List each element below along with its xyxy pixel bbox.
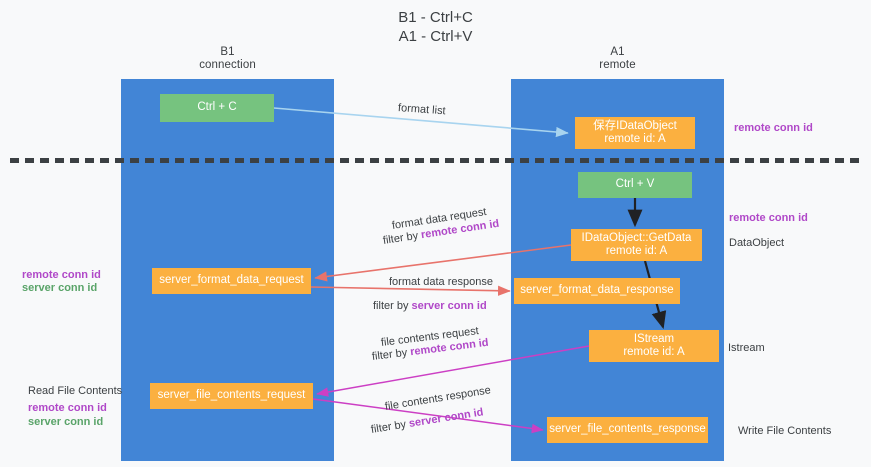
page-title: B1 - Ctrl+C A1 - Ctrl+V [0,8,871,46]
arrow-file-contents-request [316,345,590,397]
column-header-b1-sub: connection [199,59,256,71]
node-idataobject-getdata[interactable]: IDataObject::GetData remote id: A [571,229,702,261]
node-server-file-contents-request[interactable]: server_file_contents_request [150,383,313,409]
node-istream-line1: IStream [633,332,675,345]
node-server-file-contents-response[interactable]: server_file_contents_response [547,417,708,443]
column-header-a1: A1 remote [511,46,724,72]
node-server-format-data-response[interactable]: server_format_data_response [514,278,680,304]
filter-prefix: filter by [382,229,422,247]
filter-prefix: filter by [373,300,412,312]
node-ctrl-c-label: Ctrl + C [197,101,237,114]
node-server-file-contents-response-label: server_file_contents_response [549,423,706,436]
column-header-a1-sub: remote [599,59,636,71]
node-istream[interactable]: IStream remote id: A [589,330,719,362]
node-ctrl-v[interactable]: Ctrl + V [578,172,692,198]
node-ctrl-v-label: Ctrl + V [615,178,655,191]
arrow-format-data-request [314,244,572,282]
node-server-format-data-request-label: server_format_data_request [159,274,304,287]
annotation-remote-conn-id-mid: remote conn id [729,212,808,224]
edge-label-format-data-response: format data response [389,276,493,288]
annotation-left-mid-remote-conn-id: remote conn id [22,269,101,281]
arrow-file-contents-response [312,398,544,434]
arrow-format-list [273,107,569,138]
node-save-idataobject[interactable]: 保存IDataObject remote id: A [575,117,695,149]
node-idataobject-getdata-line2: remote id: A [605,245,668,257]
node-istream-line2: remote id: A [623,346,685,358]
node-save-idataobject-line2: remote id: A [604,133,666,145]
annotation-read-file-contents: Read File Contents [28,385,123,397]
arrow-format-data-response [310,285,511,296]
node-idataobject-getdata-line1: IDataObject::GetData [581,231,692,244]
node-server-format-data-request[interactable]: server_format_data_request [152,268,311,294]
column-header-b1: B1 connection [121,46,334,72]
annotation-write-file-contents: Write File Contents [738,425,832,437]
node-server-file-contents-request-label: server_file_contents_request [157,389,306,402]
filter-key-server-conn-id: server conn id [408,406,485,430]
annotation-left-bot-remote-conn-id: remote conn id [28,402,107,414]
annotation-remote-conn-id-top: remote conn id [734,122,813,134]
page-title-line1: B1 - Ctrl+C [398,9,473,26]
annotation-istream: Istream [728,342,765,354]
edge-label-format-data-response-filter: filter by server conn id [373,299,487,313]
filter-prefix: filter by [370,418,410,436]
annotation-dataobject: DataObject [729,237,785,249]
annotation-left-bot-server-conn-id: server conn id [28,416,104,428]
edge-label-format-list: format list [397,102,446,118]
node-save-idataobject-line1: 保存IDataObject [593,119,677,132]
section-divider [10,158,865,163]
page-title-line2: A1 - Ctrl+V [398,28,473,45]
column-header-a1-name: A1 [610,46,625,58]
node-ctrl-c[interactable]: Ctrl + C [160,94,274,122]
annotation-left-mid-server-conn-id: server conn id [22,282,98,294]
filter-prefix: filter by [371,346,411,363]
filter-key-server-conn-id: server conn id [411,300,487,312]
column-header-b1-name: B1 [220,46,235,58]
node-server-format-data-response-label: server_format_data_response [520,284,674,297]
